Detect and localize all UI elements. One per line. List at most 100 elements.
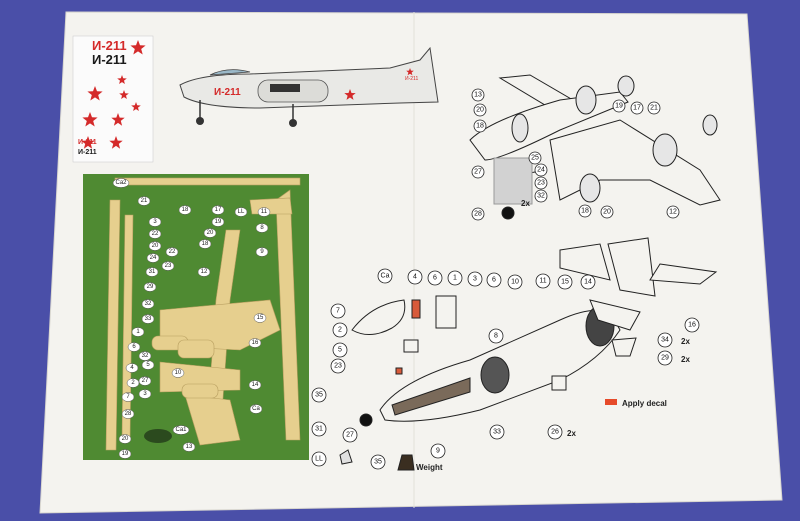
part-callout: 27 xyxy=(342,427,358,443)
svg-text:Ca2: Ca2 xyxy=(115,180,127,186)
sprue-label: 3 xyxy=(148,217,162,227)
side-code: И-211 xyxy=(214,87,241,98)
part-callout: 1 xyxy=(447,270,463,286)
red-star-icon xyxy=(119,90,129,99)
part-callout: 35 xyxy=(311,387,327,403)
part-callout: 25 xyxy=(528,151,542,165)
part-callout: 6 xyxy=(486,272,502,288)
part-callout: 19 xyxy=(612,99,626,113)
svg-text:35: 35 xyxy=(374,459,382,466)
sprue-label: 7 xyxy=(121,392,135,402)
sprue-label: 24 xyxy=(146,253,160,263)
qty-26-label: 2x xyxy=(567,429,576,438)
red-star-icon xyxy=(130,40,146,55)
red-star-icon xyxy=(109,136,123,149)
sprue-label: 33 xyxy=(141,314,155,324)
sprue-label: 20 xyxy=(148,241,162,251)
svg-text:19: 19 xyxy=(615,103,623,110)
part-callout: 14 xyxy=(580,274,596,290)
svg-text:29: 29 xyxy=(147,284,154,290)
svg-text:7: 7 xyxy=(336,308,340,315)
svg-text:20: 20 xyxy=(603,209,611,216)
main-wheel-icon xyxy=(289,119,297,127)
svg-text:6: 6 xyxy=(433,275,437,282)
svg-text:26: 26 xyxy=(551,429,559,436)
sprue-label: 1 xyxy=(131,327,145,337)
sprue-label: 17 xyxy=(211,205,225,215)
parts-shapes xyxy=(105,177,301,451)
svg-text:21: 21 xyxy=(650,105,658,112)
sprue-label: 28 xyxy=(121,409,135,419)
apply-decal-label: Apply decal xyxy=(622,399,667,408)
part-callout: 2 xyxy=(332,322,348,338)
part-callout: 11 xyxy=(535,273,551,289)
svg-text:13: 13 xyxy=(186,444,193,450)
svg-text:1: 1 xyxy=(453,275,457,282)
svg-text:13: 13 xyxy=(474,92,482,99)
svg-text:5: 5 xyxy=(146,362,150,368)
svg-text:22: 22 xyxy=(152,231,159,237)
sprue-part xyxy=(105,199,121,451)
svg-text:15: 15 xyxy=(561,279,569,286)
svg-text:24: 24 xyxy=(537,167,545,174)
svg-text:22: 22 xyxy=(169,249,176,255)
svg-text:10: 10 xyxy=(511,279,519,286)
svg-text:23: 23 xyxy=(165,263,172,269)
fin-star-icon xyxy=(406,68,414,76)
part-callout: 13 xyxy=(471,88,485,102)
sprue-part xyxy=(275,189,301,441)
svg-text:LL: LL xyxy=(315,456,323,463)
red-star-icon xyxy=(111,113,125,126)
top-qty-label: 2x xyxy=(521,199,530,208)
red-star-icon xyxy=(81,136,95,149)
svg-text:11: 11 xyxy=(261,209,268,215)
top-wheel-icon xyxy=(501,206,515,220)
sprue-label: 15 xyxy=(253,313,267,323)
svg-text:7: 7 xyxy=(126,394,130,400)
svg-text:3: 3 xyxy=(153,219,157,225)
part-callout: 7 xyxy=(330,303,346,319)
sprue-label: 14 xyxy=(248,380,262,390)
part-callout: 24 xyxy=(534,163,548,177)
svg-text:31: 31 xyxy=(149,269,156,275)
bottom-wheel-icon xyxy=(359,413,373,427)
svg-text:29: 29 xyxy=(661,355,669,362)
sprue-label: 8 xyxy=(255,223,269,233)
svg-text:18: 18 xyxy=(581,208,589,215)
decal-code-4: И-211 xyxy=(78,149,97,156)
sprue-part xyxy=(177,339,215,359)
svg-text:2: 2 xyxy=(131,380,135,386)
svg-text:11: 11 xyxy=(539,278,546,285)
part-callout: 26 xyxy=(547,424,563,440)
sprue-label: 5 xyxy=(141,360,155,370)
sprue-label: 32 xyxy=(138,351,152,361)
sprue-label: 31 xyxy=(145,267,159,277)
sprue-label: 18 xyxy=(198,239,212,249)
svg-text:15: 15 xyxy=(257,315,264,321)
decal-sheet: И-211 И-211 И-211 И-211 xyxy=(72,35,154,163)
part-callout: 18 xyxy=(578,204,592,218)
sprue-label: 6 xyxy=(127,342,141,352)
svg-text:31: 31 xyxy=(315,426,323,433)
part-callout: 20 xyxy=(473,103,487,117)
sprue-label: 16 xyxy=(248,338,262,348)
svg-text:20: 20 xyxy=(152,243,159,249)
part-callout: 27 xyxy=(471,165,485,179)
part-callout: 23 xyxy=(330,358,346,374)
svg-text:32: 32 xyxy=(537,193,545,200)
svg-text:33: 33 xyxy=(493,429,501,436)
red-star-icon xyxy=(131,102,141,111)
part-callout: 16 xyxy=(684,317,700,333)
svg-text:17: 17 xyxy=(633,105,641,112)
svg-text:6: 6 xyxy=(132,344,136,350)
weight-label: Weight xyxy=(416,463,443,472)
sprue-label: 19 xyxy=(118,449,132,459)
svg-text:21: 21 xyxy=(141,198,148,204)
svg-text:8: 8 xyxy=(260,225,264,231)
part-callout: 28 xyxy=(471,207,485,221)
part-callout: 3 xyxy=(467,271,483,287)
svg-text:1: 1 xyxy=(136,329,140,335)
